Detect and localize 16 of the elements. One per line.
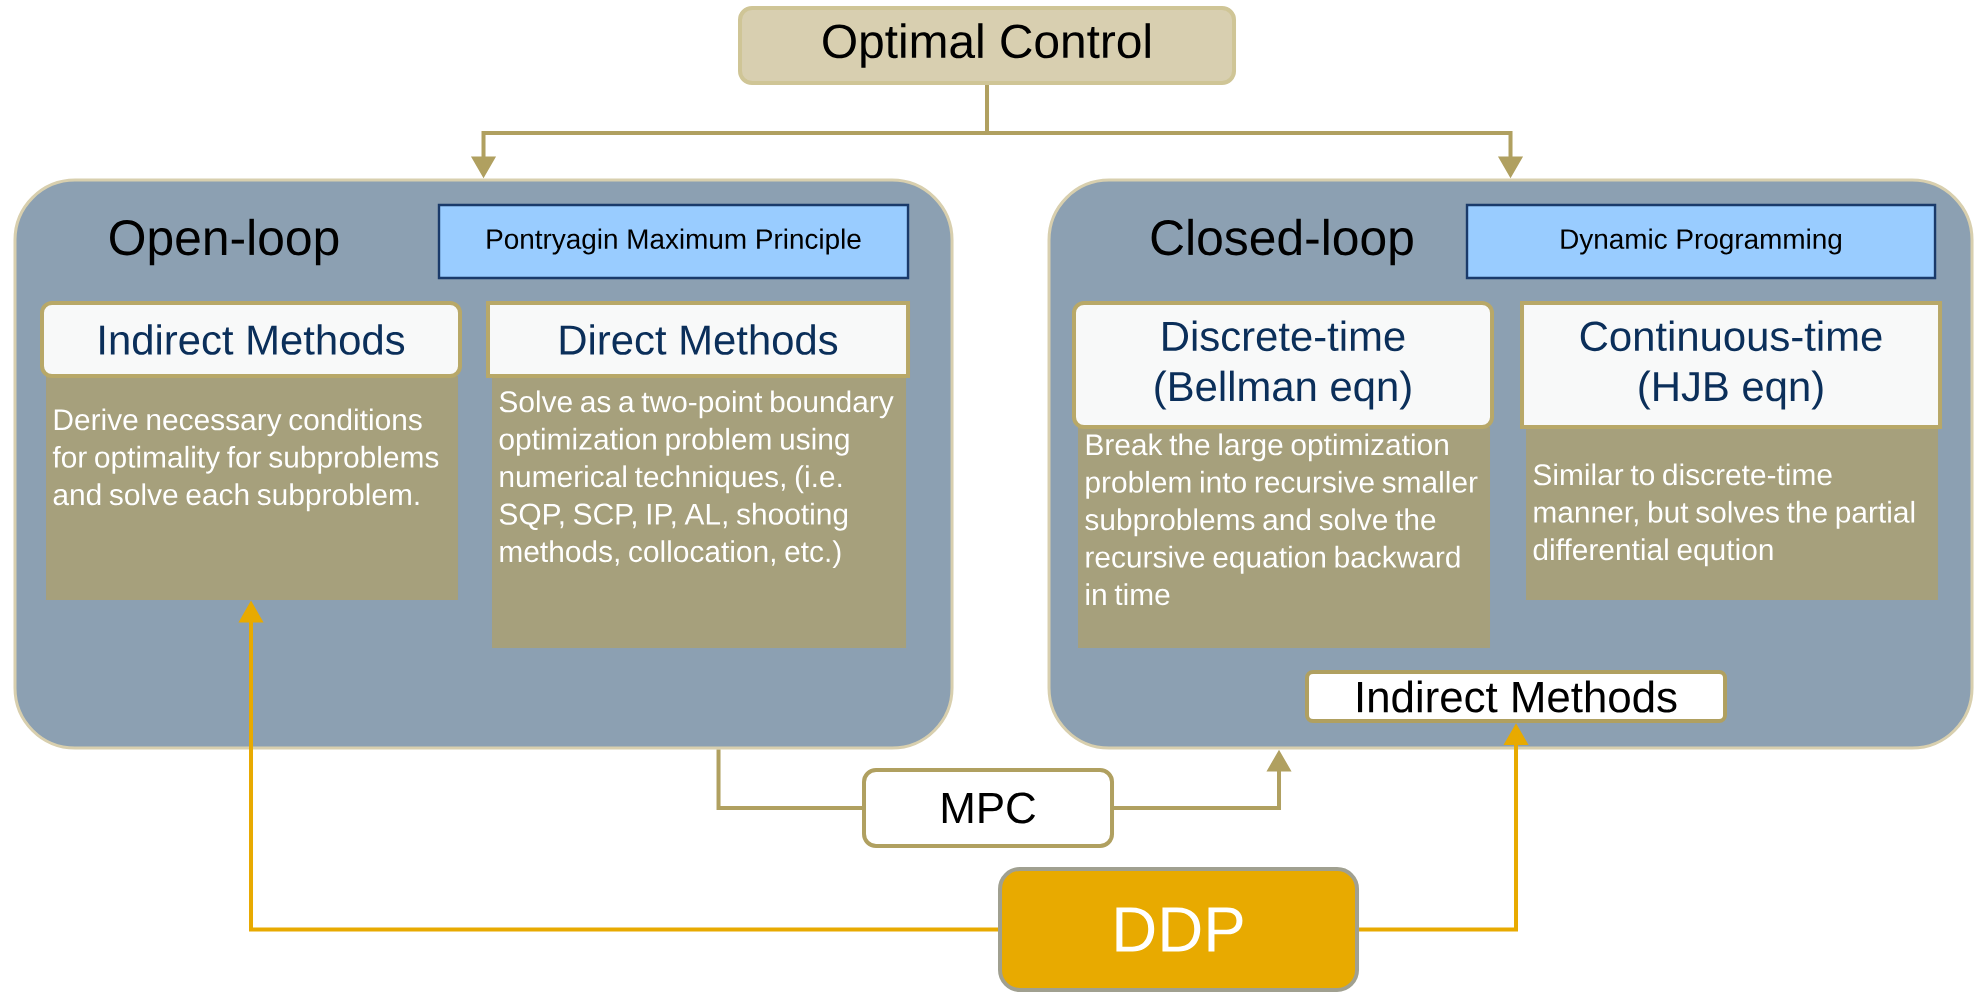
method-header: Discrete-time (Bellman eqn) bbox=[1072, 301, 1494, 429]
principle-box: Pontryagin Maximum Principle bbox=[437, 203, 910, 280]
principle-box: Dynamic Programming bbox=[1465, 203, 1937, 280]
panel-title: Open-loop bbox=[110, 218, 339, 266]
description-box: Derive necessary conditions for optimality for subproblems and solve each subproblem. bbox=[46, 376, 458, 600]
panel-title: Closed-loop bbox=[1151, 218, 1413, 266]
description-box: Similar to discrete-time manner, but solves the partial differential eqution bbox=[1526, 427, 1939, 600]
title-box: Optimal Control bbox=[738, 6, 1237, 85]
method-box: Indirect Methods bbox=[1305, 670, 1728, 723]
method-header: Continuous-time (HJB eqn) bbox=[1520, 301, 1943, 429]
method-box: DDP bbox=[998, 867, 1359, 992]
description-box: Break the large optimization problem into recursive smaller subproblems and solve the recursive equation backward in time bbox=[1078, 427, 1490, 648]
description-box: Solve as a two-point boundary optimization problem using numerical techniques, (i.e. SQP, SCP, IP, AL, shooting methods, collocation, etc.) bbox=[492, 376, 906, 648]
method-header: Direct Methods bbox=[486, 301, 910, 378]
method-box: MPC bbox=[862, 768, 1114, 848]
method-header: Indirect Methods bbox=[40, 301, 462, 378]
